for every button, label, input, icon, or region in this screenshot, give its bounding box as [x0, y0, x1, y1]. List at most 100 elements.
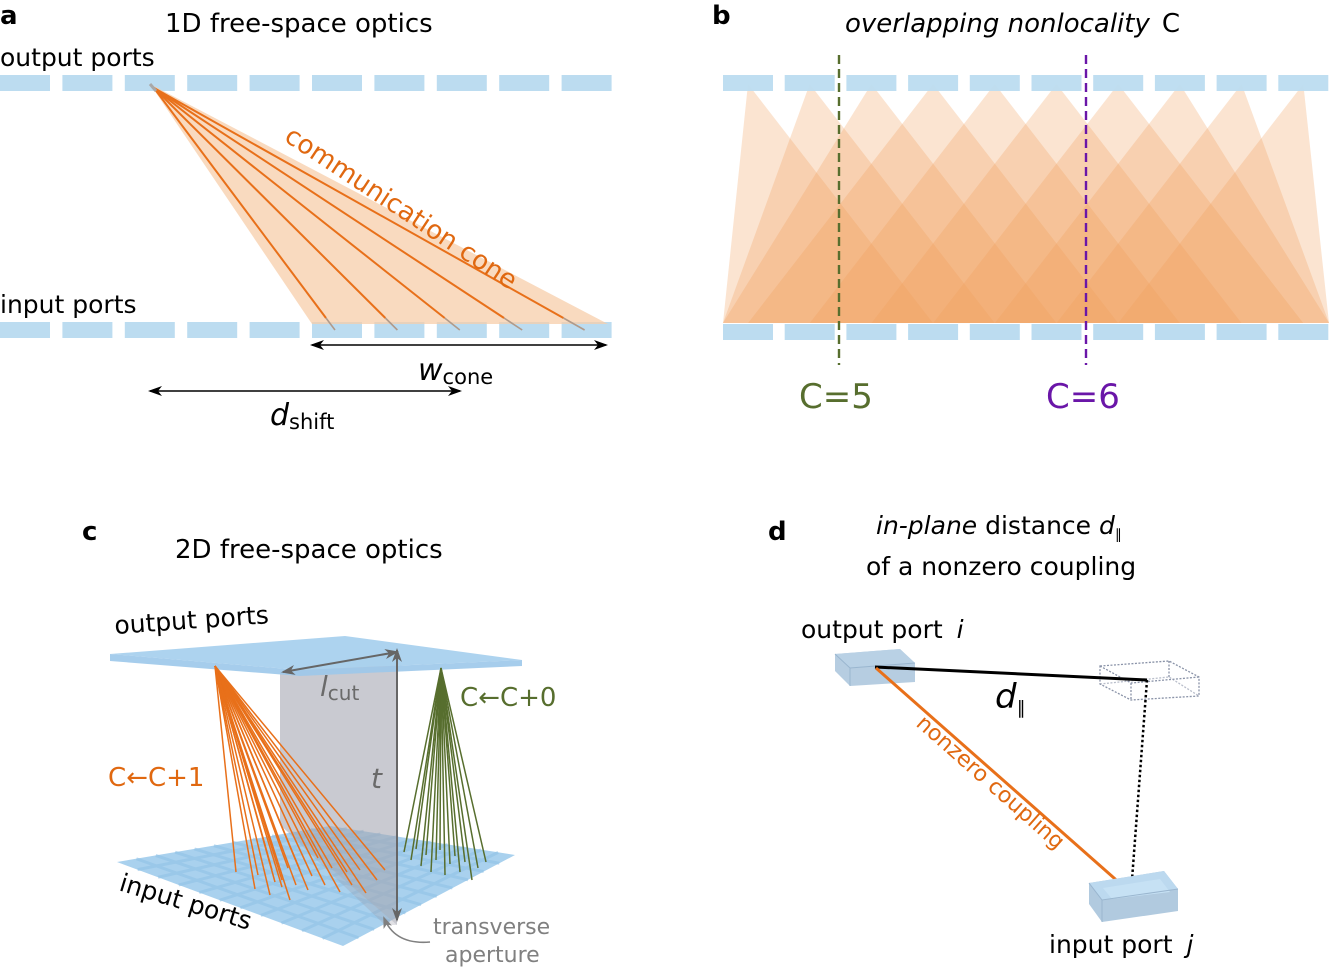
ray	[440, 667, 487, 863]
grid-line	[321, 851, 499, 940]
ray	[214, 665, 361, 871]
output-port	[499, 75, 550, 91]
input-port	[969, 324, 1020, 340]
input-port	[1216, 324, 1267, 340]
input-port-row	[0, 322, 612, 338]
ray	[440, 667, 446, 876]
d-parallel-label: d∥	[995, 677, 1026, 719]
input-port-row	[723, 324, 1329, 340]
l-cut-label: lcut	[320, 670, 359, 705]
input-port-j-label: input port j	[1049, 930, 1193, 959]
ray	[440, 667, 461, 873]
output-port	[1031, 75, 1082, 91]
ray	[214, 665, 341, 893]
output-port-plate-edge	[110, 654, 522, 676]
panel-a: a 1D free-space optics output ports inpu…	[0, 1, 612, 434]
panel-a-letter: a	[0, 1, 18, 31]
input-port	[0, 322, 50, 338]
input-port	[1278, 324, 1329, 340]
thickness-label: t	[371, 762, 383, 795]
ray	[153, 87, 387, 319]
input-port	[908, 324, 959, 340]
output-port	[969, 75, 1020, 91]
output-port	[784, 75, 835, 91]
output-port	[1093, 75, 1144, 91]
ray-bundle	[148, 83, 585, 331]
ray	[440, 667, 451, 865]
transverse-aperture-plane	[280, 652, 397, 925]
w-cone-label: wcone	[418, 353, 493, 389]
input-port-box	[1088, 871, 1179, 922]
panel-d-letter: d	[768, 517, 787, 547]
in-plane-distance-line	[874, 665, 1148, 682]
output-port	[249, 75, 300, 91]
ray	[214, 665, 256, 890]
aperture-pointer-arrow	[383, 916, 431, 944]
panel-c-title: 2D free-space optics	[175, 535, 443, 565]
coupling-cone	[723, 84, 933, 323]
output-port-i-label: output port i	[801, 615, 964, 644]
panel-c-letter: c	[82, 517, 97, 547]
ray	[153, 87, 327, 319]
panel-c: c 2D free-space optics lcut t C←C+1 C←C+…	[82, 517, 556, 968]
aperture-label-line1: transverse	[433, 915, 550, 940]
panel-d-title-line1: in-plane distance d∥	[876, 511, 1122, 543]
ray-tail	[444, 317, 461, 331]
coupling-cone	[723, 84, 995, 323]
input-port	[124, 322, 175, 338]
aperture-label-line2: aperture	[445, 943, 540, 968]
grid-line	[194, 847, 406, 915]
input-port	[374, 322, 425, 338]
ray-tail	[384, 317, 398, 331]
d-shift-label: dshift	[270, 398, 334, 434]
output-port	[436, 75, 487, 91]
input-ports-label: input ports	[0, 290, 137, 319]
panel-a-title: 1D free-space optics	[165, 9, 433, 39]
input-port	[1154, 324, 1205, 340]
ray	[153, 87, 564, 319]
ray-apex	[148, 83, 158, 92]
panel-b-letter: b	[712, 1, 731, 31]
coupling-cone	[933, 84, 1304, 323]
output-port	[846, 75, 897, 91]
output-ports-label: output ports	[0, 43, 155, 72]
output-port	[124, 75, 175, 91]
output-port	[723, 75, 773, 91]
ray	[440, 667, 473, 881]
coupling-cone	[748, 84, 1119, 323]
ray	[214, 665, 283, 888]
input-port	[784, 324, 835, 340]
ray	[403, 667, 442, 853]
orange-ray-bundle	[214, 665, 386, 901]
output-port	[1154, 75, 1205, 91]
ray	[153, 87, 505, 319]
c-plus-1-label: C←C+1	[108, 763, 204, 793]
input-port	[436, 322, 487, 338]
ray-tail	[503, 317, 523, 331]
ray	[214, 665, 271, 896]
ray	[214, 665, 309, 891]
c-plus-0-label: C←C+0	[460, 683, 556, 713]
ray-tail	[563, 317, 585, 331]
ray	[214, 665, 367, 894]
coupling-cone	[1056, 84, 1329, 323]
output-port	[62, 75, 113, 91]
input-port	[723, 324, 773, 340]
coupling-cone	[723, 84, 1057, 323]
panel-d: d in-plane distance d∥ of a nonzero coup…	[768, 511, 1200, 959]
output-port-row	[0, 75, 612, 91]
coupling-cone	[994, 84, 1329, 323]
ray	[214, 665, 353, 886]
input-port	[249, 322, 300, 338]
ray	[214, 665, 386, 871]
projected-port-wireframe	[1099, 660, 1200, 701]
grid-line	[155, 854, 375, 931]
ray	[214, 665, 326, 886]
ray	[214, 665, 297, 886]
output-port-row	[723, 75, 1329, 91]
ray	[214, 665, 276, 883]
ray	[214, 665, 313, 877]
green-ray-bundle	[403, 667, 487, 881]
input-port	[62, 322, 113, 338]
